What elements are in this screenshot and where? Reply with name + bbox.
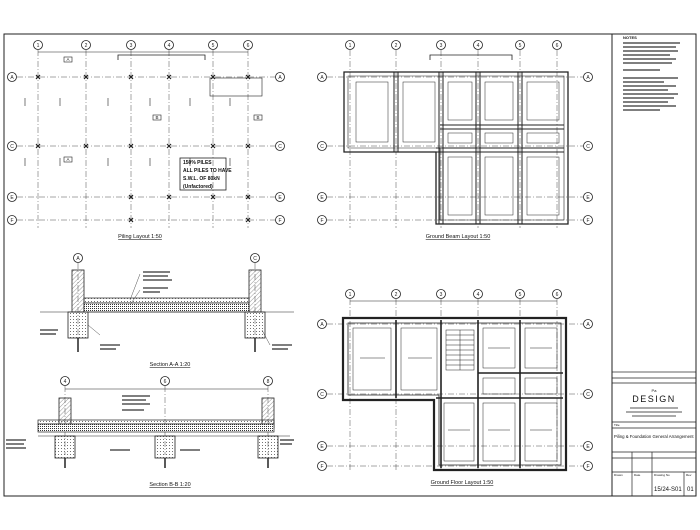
- gb-row-c: C: [320, 144, 324, 150]
- piling-col-5: 5: [212, 43, 215, 49]
- gb-row-e: E: [320, 195, 324, 201]
- piling-section-b: B: [155, 115, 158, 120]
- gf-col-2: 2: [395, 292, 398, 298]
- gb-col-5: 5: [519, 43, 522, 49]
- gf-row-c: C: [320, 392, 324, 398]
- piling-row-f-r: F: [278, 218, 281, 224]
- drawing-number: 15/24-S01: [654, 487, 682, 493]
- piling-note-heading: 150% PILES: [183, 160, 212, 166]
- piling-layout: [7, 40, 285, 228]
- gf-row-a-r: A: [586, 322, 590, 328]
- drawn-label: Drawn: [614, 473, 623, 477]
- piling-row-a: A: [10, 75, 14, 81]
- gb-row-a: A: [320, 75, 324, 81]
- section-aa-grid-a: A: [76, 256, 80, 262]
- ground-beam-layout: [317, 40, 593, 228]
- gf-row-e-r: E: [586, 444, 590, 450]
- piling-note-line3: (Unfactored): [183, 184, 213, 190]
- section-bb-grid-4: 4: [64, 379, 67, 385]
- gf-col-6: 6: [556, 292, 559, 298]
- piling-note: 150% PILES ALL PILES TO HAVE S.W.L. OF 8…: [183, 160, 232, 190]
- ground-floor-title: Ground Floor Layout 1:50: [431, 480, 494, 486]
- gf-row-f: F: [320, 464, 323, 470]
- section-bb: [6, 376, 294, 468]
- gf-col-1: 1: [349, 292, 352, 298]
- piling-note-line2: S.W.L. OF 80kN: [183, 176, 220, 182]
- date-label: Date: [634, 473, 641, 477]
- piling-col-2: 2: [85, 43, 88, 49]
- title-block-text: Pa DESIGN Title Piling & Foundation Gene…: [614, 388, 694, 493]
- pile-markers: [35, 74, 251, 223]
- company-logo: DESIGN: [632, 394, 676, 404]
- gb-row-c-r: C: [586, 144, 590, 150]
- piling-col-3: 3: [130, 43, 133, 49]
- section-bb-title: Section B-B 1:20: [149, 482, 190, 488]
- piling-col-4: 4: [168, 43, 171, 49]
- rev-label: Rev: [686, 473, 692, 477]
- ground-floor-layout: [317, 289, 593, 472]
- piling-section-a: A: [66, 57, 69, 62]
- piling-note-line1: ALL PILES TO HAVE: [183, 168, 232, 174]
- gb-col-2: 2: [395, 43, 398, 49]
- piling-section-b2: B: [256, 115, 259, 120]
- piling-col-6: 6: [247, 43, 250, 49]
- drawing-title: Piling & Foundation General Arrangement: [614, 434, 694, 439]
- piling-grid-rows: [7, 72, 285, 225]
- notes-block: [623, 42, 680, 111]
- piling-col-1: 1: [37, 43, 40, 49]
- piling-section-a2: A: [66, 157, 69, 162]
- gf-col-5: 5: [519, 292, 522, 298]
- section-aa-grid-c: C: [253, 256, 257, 262]
- piling-row-f: F: [10, 218, 13, 224]
- revision: 01: [687, 487, 694, 493]
- gb-row-e-r: E: [586, 195, 590, 201]
- gf-row-e: E: [320, 444, 324, 450]
- gb-col-1: 1: [349, 43, 352, 49]
- gb-row-a-r: A: [586, 75, 590, 81]
- gb-col-3: 3: [440, 43, 443, 49]
- ground-beam-grid-labels: 1 2 3 4 5 6 A C E F A C E F: [320, 43, 590, 224]
- gb-row-f: F: [320, 218, 323, 224]
- gb-col-4: 4: [477, 43, 480, 49]
- gf-row-f-r: F: [586, 464, 589, 470]
- section-bb-grid-6: 6: [164, 379, 167, 385]
- section-aa-title: Section A-A 1:20: [150, 362, 191, 368]
- piling-row-e: E: [10, 195, 14, 201]
- section-aa: [40, 253, 294, 352]
- piling-row-c-r: C: [278, 144, 282, 150]
- title-block: [611, 371, 697, 497]
- gb-row-f-r: F: [586, 218, 589, 224]
- piling-row-a-r: A: [278, 75, 282, 81]
- piling-grid-cols: [33, 40, 253, 50]
- drawing-no-label: Drawing No: [654, 473, 670, 477]
- gf-col-3: 3: [440, 292, 443, 298]
- gf-row-c-r: C: [586, 392, 590, 398]
- gb-col-6: 6: [556, 43, 559, 49]
- sheet-border: [3, 33, 697, 497]
- piling-title: Piling Layout 1:50: [118, 234, 162, 240]
- piling-grid-labels: 1 2 3 4 5 6 A C E F A C E F A B B A: [10, 43, 282, 224]
- piling-row-e-r: E: [278, 195, 282, 201]
- ground-floor-grid-labels: 1 2 3 4 5 6 A C E F A C E F: [320, 292, 590, 470]
- ground-beam-title: Ground Beam Layout 1:50: [426, 234, 491, 240]
- title-label: Title: [614, 423, 620, 427]
- logo-small: Pa: [652, 388, 658, 393]
- gf-col-4: 4: [477, 292, 480, 298]
- notes-heading: NOTES: [623, 35, 637, 40]
- gf-row-a: A: [320, 322, 324, 328]
- section-bb-grid-8: 8: [267, 379, 270, 385]
- piling-row-c: C: [10, 144, 14, 150]
